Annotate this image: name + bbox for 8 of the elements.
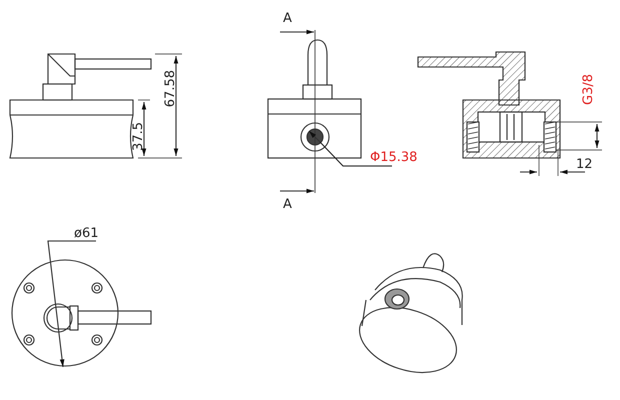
dimension-label: 67.58 (164, 70, 178, 108)
section-label: A (283, 12, 292, 26)
section-label: A (283, 198, 292, 212)
dimension-label: G3/8 (582, 74, 596, 105)
dimension-label: 37.5 (132, 122, 146, 151)
dimension-label: ø61 (74, 227, 98, 241)
dimension-label: Φ15.38 (370, 151, 418, 165)
dimension-label: 12 (576, 158, 593, 172)
